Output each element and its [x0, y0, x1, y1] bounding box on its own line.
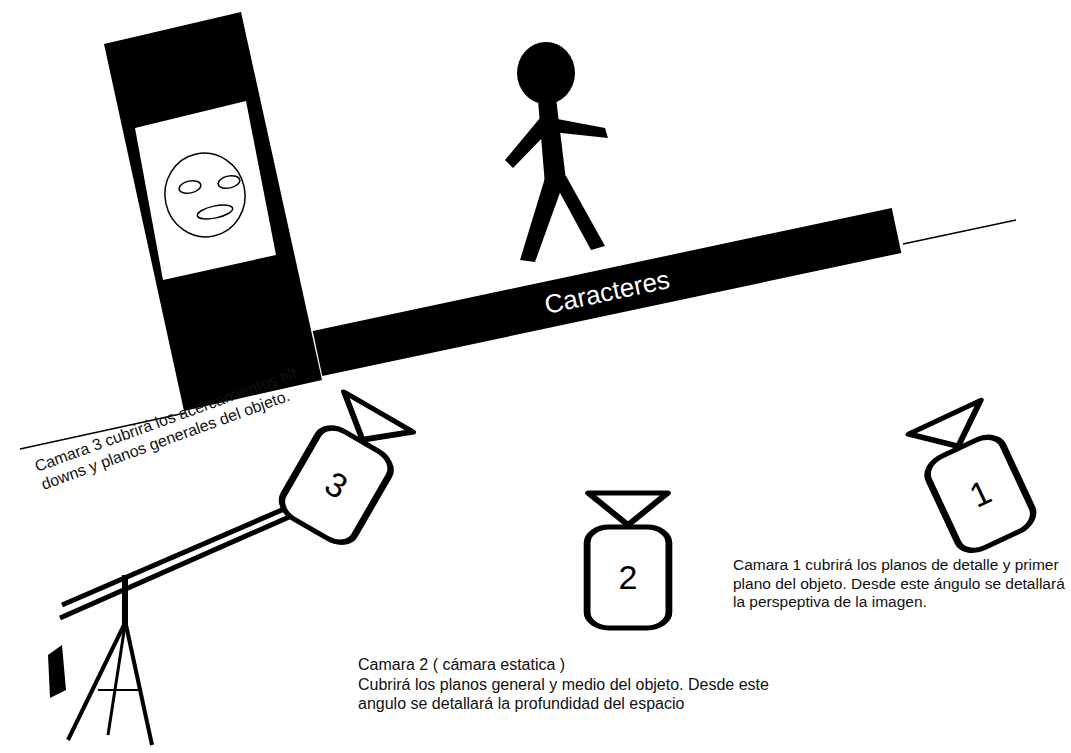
- camera-number: 1: [918, 429, 1042, 559]
- face-drawing: [157, 146, 253, 245]
- screen-panel: [104, 12, 322, 411]
- stick-figure: [505, 42, 608, 262]
- caption-band: Caracteres: [313, 208, 902, 376]
- screen: [135, 101, 276, 280]
- camera-number: 2: [583, 527, 673, 628]
- camera-symbol: 2: [583, 489, 673, 631]
- camera-heading: Camara 2 ( cámara estatica ): [358, 655, 778, 674]
- band-text: Caracteres: [542, 265, 672, 319]
- camera-symbol: 3: [271, 386, 420, 554]
- camera-note: Camara 1 cubrirá los planos de detalle y…: [733, 556, 1065, 612]
- camera-jib: [60, 500, 305, 745]
- camera-symbol: 1: [902, 395, 1044, 562]
- floor-line: [903, 220, 1016, 244]
- camera-note: Cubrirá los planos general y medio del o…: [358, 675, 778, 713]
- counterweight: [48, 645, 66, 698]
